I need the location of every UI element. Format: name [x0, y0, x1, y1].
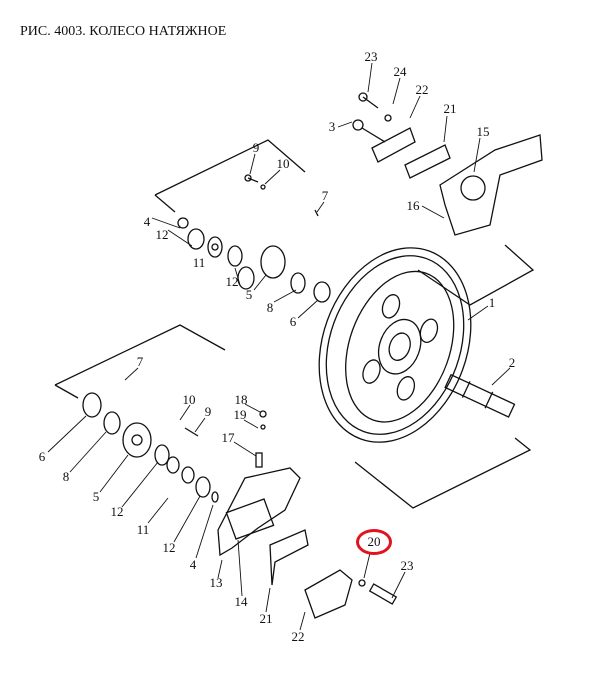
- group-bracket-left-down: [54, 384, 79, 399]
- callout-label-9: 9: [252, 140, 260, 155]
- group-bracket-top: [154, 139, 306, 196]
- leader-lines: [47, 62, 511, 631]
- callout-label-9: 9: [204, 404, 212, 419]
- callout-label-11: 11: [192, 255, 206, 270]
- callout-label-12: 12: [225, 274, 239, 289]
- callout-label-23: 23: [364, 49, 378, 64]
- callout-label-19: 19: [233, 407, 247, 422]
- plate-22-top: [371, 127, 416, 163]
- callout-label-10: 10: [276, 156, 290, 171]
- callout-label-5: 5: [245, 287, 253, 302]
- callout-label-22: 22: [415, 82, 429, 97]
- group-bracket-left: [54, 324, 226, 386]
- callout-label-4: 4: [189, 557, 197, 572]
- callout-label-10: 10: [182, 392, 196, 407]
- callout-label-1: 1: [488, 295, 496, 310]
- group-bracket-bottom-right: [354, 437, 532, 509]
- callout-label-5: 5: [92, 489, 100, 504]
- callout-label-6: 6: [289, 314, 297, 329]
- plate-21-bottom: [269, 529, 309, 586]
- callout-label-21: 21: [259, 611, 273, 626]
- callout-label-12: 12: [155, 227, 169, 242]
- nut-3: [352, 119, 364, 131]
- plate-21-top: [404, 144, 451, 179]
- callout-label-15: 15: [476, 124, 490, 139]
- callout-label-4: 4: [143, 214, 151, 229]
- group-bracket-top-left: [154, 194, 176, 213]
- plate-22-bottom: [304, 569, 353, 619]
- shaft: [444, 373, 516, 418]
- callout-label-8: 8: [266, 300, 274, 315]
- support-13-14: [217, 467, 301, 557]
- figure-title: РИС. 4003. КОЛЕСО НАТЯЖНОЕ: [20, 24, 227, 39]
- bolt-23-top: [358, 92, 368, 102]
- bolt-23-bottom: [368, 583, 398, 605]
- callout-label-12: 12: [162, 540, 176, 555]
- callout-label-7: 7: [136, 354, 144, 369]
- callout-label-24: 24: [393, 64, 407, 79]
- callout-label-6: 6: [38, 449, 46, 464]
- callout-label-3: 3: [328, 119, 336, 134]
- callout-label-16: 16: [406, 198, 420, 213]
- callout-label-17: 17: [221, 430, 235, 445]
- callout-label-12: 12: [110, 504, 124, 519]
- callout-label-13: 13: [209, 575, 223, 590]
- highlight-circle: [356, 529, 392, 555]
- callout-label-22: 22: [291, 629, 305, 644]
- callout-label-2: 2: [508, 355, 516, 370]
- plate-14: [225, 498, 275, 540]
- idler-wheel: [318, 247, 472, 443]
- callout-label-14: 14: [234, 594, 248, 609]
- callout-label-7: 7: [321, 188, 329, 203]
- callout-label-23: 23: [400, 558, 414, 573]
- callout-label-8: 8: [62, 469, 70, 484]
- callout-label-21: 21: [443, 101, 457, 116]
- callout-label-18: 18: [234, 392, 248, 407]
- support-15: [439, 134, 543, 236]
- callout-label-11: 11: [136, 522, 150, 537]
